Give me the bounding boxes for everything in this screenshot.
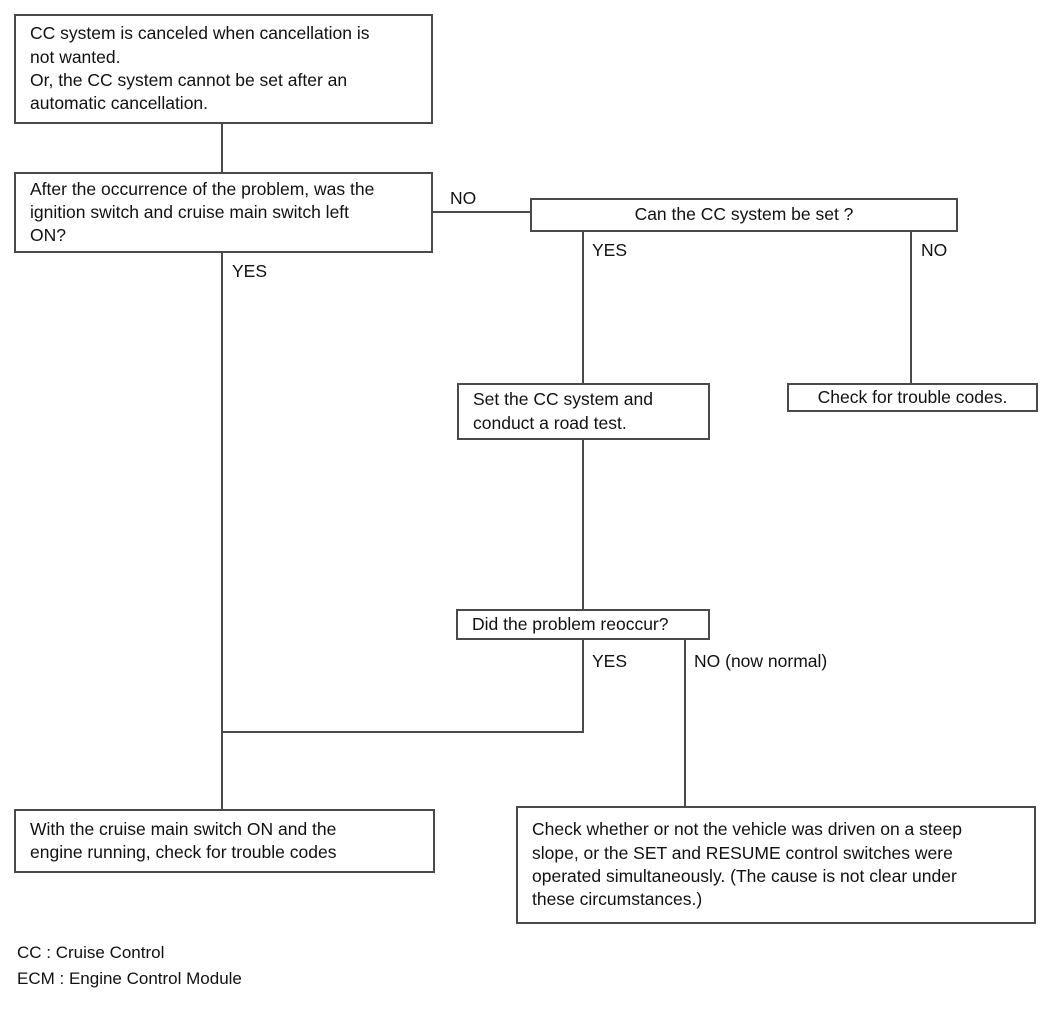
connector-reoccur-no-to-steep-slope: [684, 640, 686, 806]
connector-problem-to-ignition: [221, 124, 223, 172]
legend-item-cc: CC : Cruise Control: [17, 943, 165, 962]
node-ignition-question: After the occurrence of the problem, was…: [14, 172, 433, 253]
node-check-trouble-codes-text: Check for trouble codes.: [817, 386, 1008, 407]
connector-ignition-no-to-can-set: [433, 211, 530, 213]
edge-label-can-set-yes: YES: [592, 240, 628, 260]
node-can-set-question: Can the CC system be set ?: [530, 198, 958, 232]
node-check-trouble-codes: Check for trouble codes.: [787, 383, 1038, 412]
connector-reoccur-yes-to-spine: [221, 731, 584, 733]
node-set-and-road-test-text: Set the CC system and conduct a road tes…: [473, 389, 653, 433]
connector-reoccur-yes-down: [582, 640, 584, 732]
connector-road-test-to-reoccur: [582, 440, 584, 609]
node-problem-statement: CC system is canceled when cancellation …: [14, 14, 433, 124]
node-set-and-road-test: Set the CC system and conduct a road tes…: [457, 383, 710, 440]
edge-label-ignition-no: NO: [450, 188, 477, 208]
connector-can-set-no-to-check-codes: [910, 232, 912, 383]
node-cruise-switch-on-check: With the cruise main switch ON and the e…: [14, 809, 435, 873]
legend-item-ecm: ECM : Engine Control Module: [17, 969, 242, 989]
node-steep-slope-check: Check whether or not the vehicle was dri…: [516, 806, 1036, 924]
node-reoccur-question: Did the problem reoccur?: [456, 609, 710, 640]
connector-can-set-yes-to-road-test: [582, 232, 584, 383]
legend: CC : Cruise Control ECM : Engine Control…: [17, 940, 242, 993]
connector-ignition-yes-spine: [221, 253, 223, 809]
edge-label-ignition-yes: YES: [232, 261, 268, 281]
node-can-set-question-text: Can the CC system be set ?: [634, 204, 854, 225]
edge-label-can-set-no: NO: [921, 240, 948, 260]
node-ignition-question-text: After the occurrence of the problem, was…: [30, 178, 375, 246]
edge-label-reoccur-yes: YES: [592, 651, 628, 671]
node-reoccur-question-text: Did the problem reoccur?: [472, 613, 669, 634]
edge-label-reoccur-no: NO (now normal): [694, 651, 828, 671]
node-cruise-switch-on-check-text: With the cruise main switch ON and the e…: [30, 818, 337, 862]
node-steep-slope-check-text: Check whether or not the vehicle was dri…: [532, 819, 962, 910]
node-problem-statement-text: CC system is canceled when cancellation …: [30, 23, 370, 114]
